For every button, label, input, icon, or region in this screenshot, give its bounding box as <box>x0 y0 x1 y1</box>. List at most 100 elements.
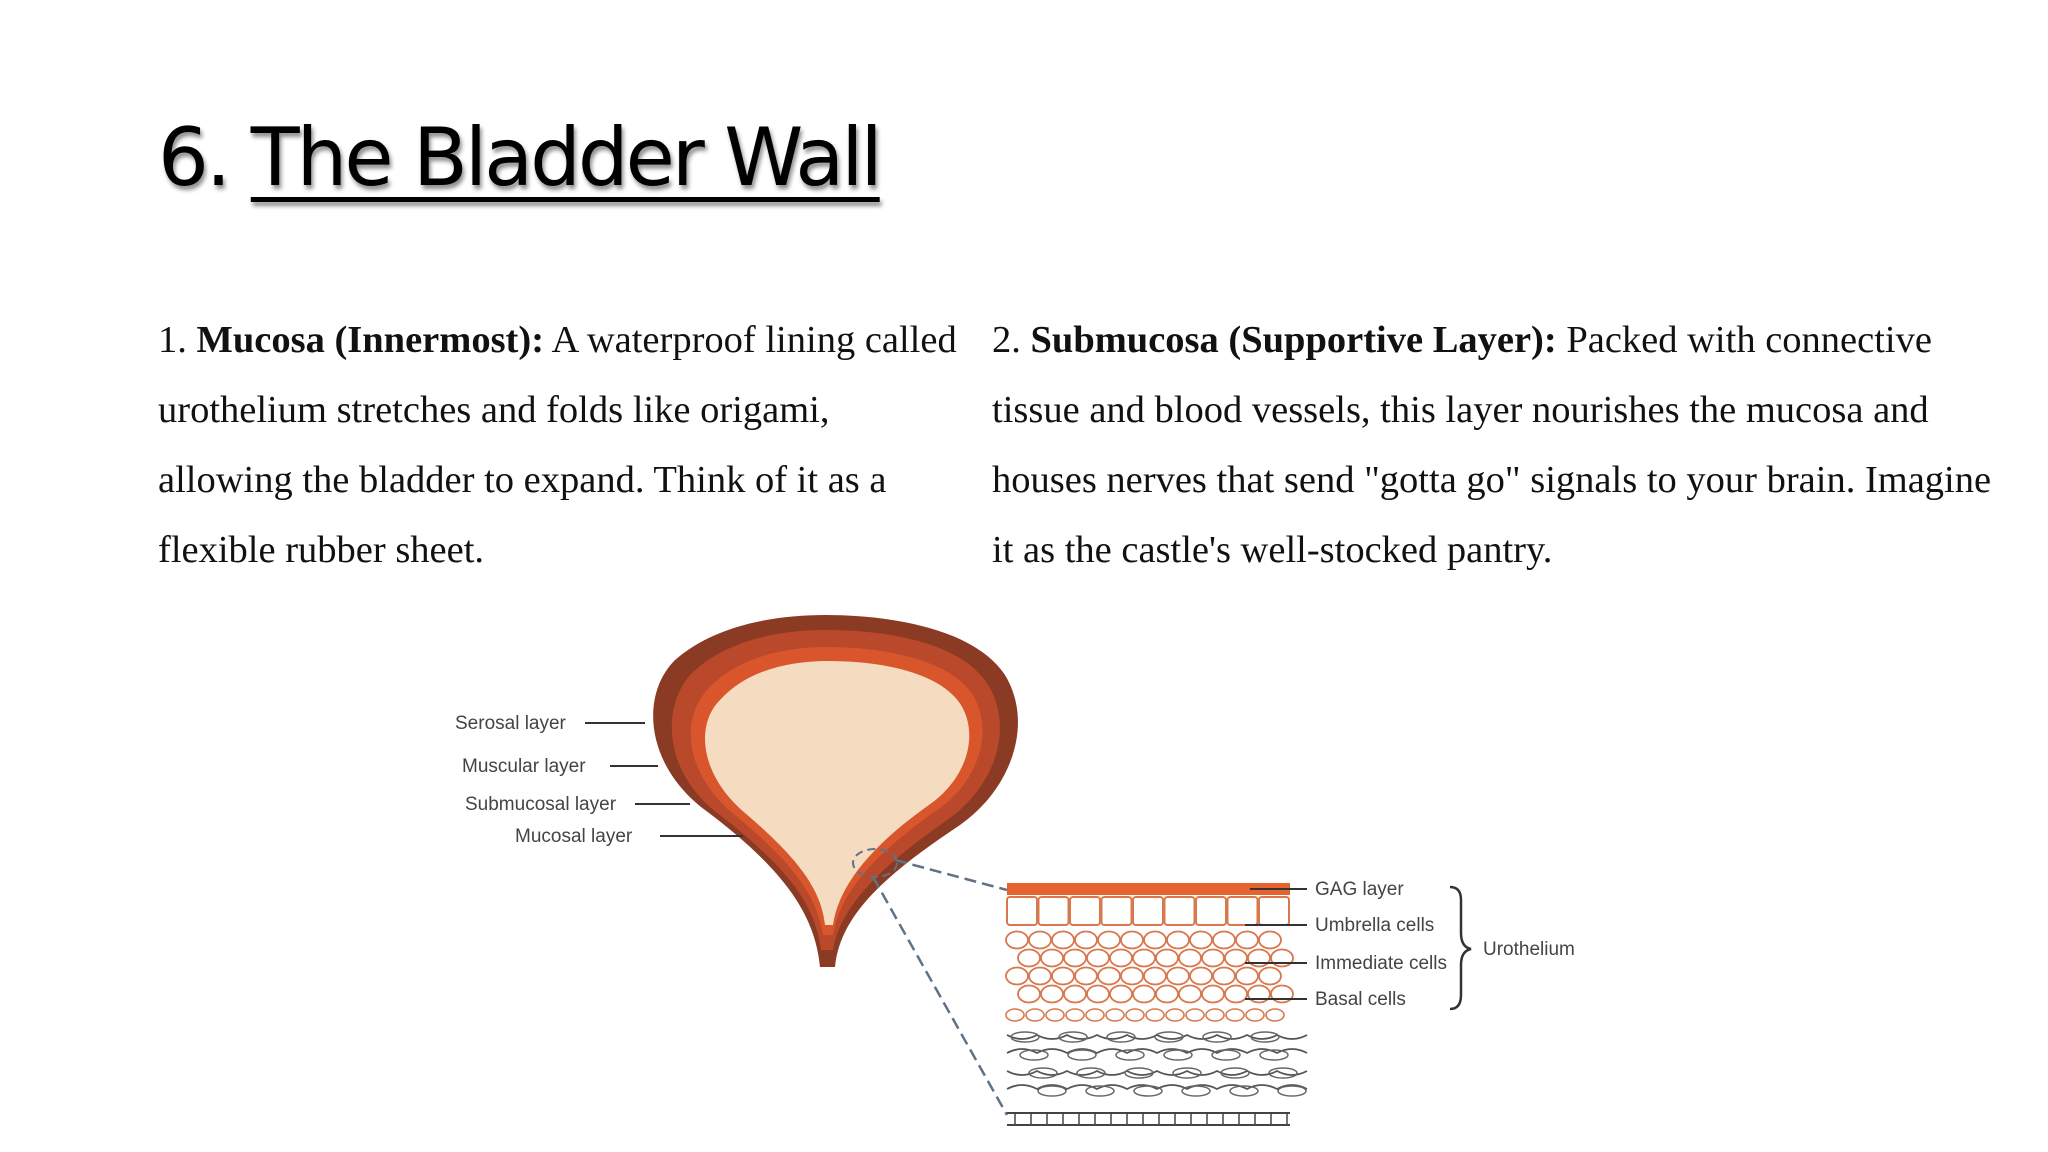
fibroblast-cell <box>1202 1031 1232 1043</box>
serosal-layer-label: Serosal layer <box>455 713 567 734</box>
title-number: 6. <box>158 111 231 204</box>
intermediate-cell <box>1040 948 1064 968</box>
intermediate-cell <box>1028 930 1052 950</box>
intermediate-cell <box>1224 948 1248 968</box>
fibroblast-cell <box>1211 1049 1241 1061</box>
basal-cell <box>1005 1008 1025 1022</box>
intermediate-cell <box>1235 966 1259 986</box>
intermediate-cell <box>1040 984 1064 1004</box>
intermediate-cell <box>1166 930 1190 950</box>
intermediate-cell <box>1189 966 1213 986</box>
submucosa-body: Packed with connective tissue and blood … <box>992 319 1992 571</box>
intermediate-cell <box>1143 966 1167 986</box>
bladder-layer-labels: Serosal layer Muscular layer Submucosal … <box>455 713 743 847</box>
slide-title: 6. The Bladder Wall <box>158 118 883 198</box>
intermediate-cell <box>1120 930 1144 950</box>
umbrella-cell <box>1132 896 1164 926</box>
connective-tissue-line <box>1006 1048 1308 1055</box>
intermediate-cell <box>1028 966 1052 986</box>
intermediate-cell <box>1132 948 1156 968</box>
umbrella-cell <box>1069 896 1101 926</box>
umbrella-cells-label: Umbrella cells <box>1315 915 1434 936</box>
gag-layer-band <box>1007 883 1290 895</box>
fibroblast-cell <box>1037 1085 1067 1097</box>
mucosal-lumen-shape <box>705 661 970 925</box>
basal-cell <box>1225 1008 1245 1022</box>
basal-cell <box>1145 1008 1165 1022</box>
basal-cell <box>1245 1008 1265 1022</box>
fibroblast-cell <box>1019 1049 1049 1061</box>
intermediate-cell <box>1235 930 1259 950</box>
immediate-cells-label: Immediate cells <box>1315 953 1447 974</box>
intermediate-cell <box>1212 930 1236 950</box>
zoom-line-top <box>894 858 1008 892</box>
intermediate-cell <box>1097 966 1121 986</box>
zoom-indicator <box>852 848 1009 1116</box>
intermediate-cell <box>1086 948 1110 968</box>
fibroblast-cell <box>1154 1031 1184 1043</box>
connective-tissue-line <box>1006 1033 1308 1040</box>
fibroblast-cell <box>1106 1031 1136 1043</box>
intermediate-cell <box>1017 984 1041 1004</box>
fibroblast-cell <box>1172 1067 1202 1079</box>
intermediate-cell <box>1074 966 1098 986</box>
intermediate-cell <box>1063 948 1087 968</box>
fibroblast-cell <box>1133 1085 1163 1097</box>
intermediate-cell <box>1201 948 1225 968</box>
cell-layers <box>1005 896 1308 1126</box>
bladder-illustration <box>653 615 1018 967</box>
intermediate-cell <box>1201 984 1225 1004</box>
basal-cell <box>1205 1008 1225 1022</box>
mucosal-layer-label: Mucosal layer <box>515 826 633 847</box>
intermediate-cell <box>1074 930 1098 950</box>
umbrella-cell <box>1100 896 1133 926</box>
intermediate-cell <box>1178 984 1202 1004</box>
fibroblast-cell <box>1067 1049 1097 1061</box>
fibroblast-cell <box>1028 1067 1058 1079</box>
intermediate-cell <box>1155 948 1179 968</box>
fibroblast-cell <box>1085 1085 1115 1097</box>
basal-cell <box>1105 1008 1125 1022</box>
fibroblast-cell <box>1277 1085 1307 1097</box>
basal-cell <box>1265 1008 1285 1022</box>
fibroblast-cell <box>1181 1085 1211 1097</box>
fibroblast-cell <box>1076 1067 1106 1079</box>
mucosa-body: A waterproof lining called urothelium st… <box>158 319 957 571</box>
intermediate-cell <box>1178 948 1202 968</box>
zoom-circle <box>852 848 898 878</box>
umbrella-cell <box>1195 896 1227 926</box>
submucosa-heading: Submucosa (Supportive Layer): <box>1030 319 1557 361</box>
intermediate-cell <box>1063 984 1087 1004</box>
fibroblast-cell <box>1268 1067 1298 1079</box>
umbrella-cell <box>1037 896 1070 926</box>
intermediate-cell <box>1005 930 1029 950</box>
fibroblast-cell <box>1010 1031 1040 1043</box>
basal-cell <box>1025 1008 1045 1022</box>
intermediate-cell <box>1258 930 1282 950</box>
connective-tissue-line <box>1006 1069 1308 1076</box>
intermediate-cell <box>1097 930 1121 950</box>
umbrella-cell <box>1226 896 1259 926</box>
title-text: The Bladder Wall <box>250 111 883 204</box>
intermediate-cell <box>1189 930 1213 950</box>
intermediate-cell <box>1051 966 1075 986</box>
submucosa-paragraph: 2. Submucosa (Supportive Layer): Packed … <box>992 305 1992 585</box>
intermediate-cell <box>1086 984 1110 1004</box>
intermediate-cell <box>1017 948 1041 968</box>
intermediate-cell <box>1109 984 1133 1004</box>
fibroblast-cell <box>1115 1049 1145 1061</box>
muscular-layer-label: Muscular layer <box>462 756 586 777</box>
urothelium-label: Urothelium <box>1483 939 1575 960</box>
urothelium-bracket <box>1449 885 1472 1011</box>
intermediate-cell <box>1166 966 1190 986</box>
submucosa-number: 2. <box>992 319 1021 361</box>
basal-cell <box>1125 1008 1145 1022</box>
intermediate-cell <box>1132 984 1156 1004</box>
intermediate-cell <box>1212 966 1236 986</box>
zoom-line-bottom <box>871 876 1009 1116</box>
intermediate-cell <box>1258 966 1282 986</box>
intermediate-cell <box>1005 966 1029 986</box>
umbrella-cell <box>1163 896 1196 926</box>
wall-detail <box>1005 883 1308 1126</box>
basal-cell <box>1085 1008 1105 1022</box>
